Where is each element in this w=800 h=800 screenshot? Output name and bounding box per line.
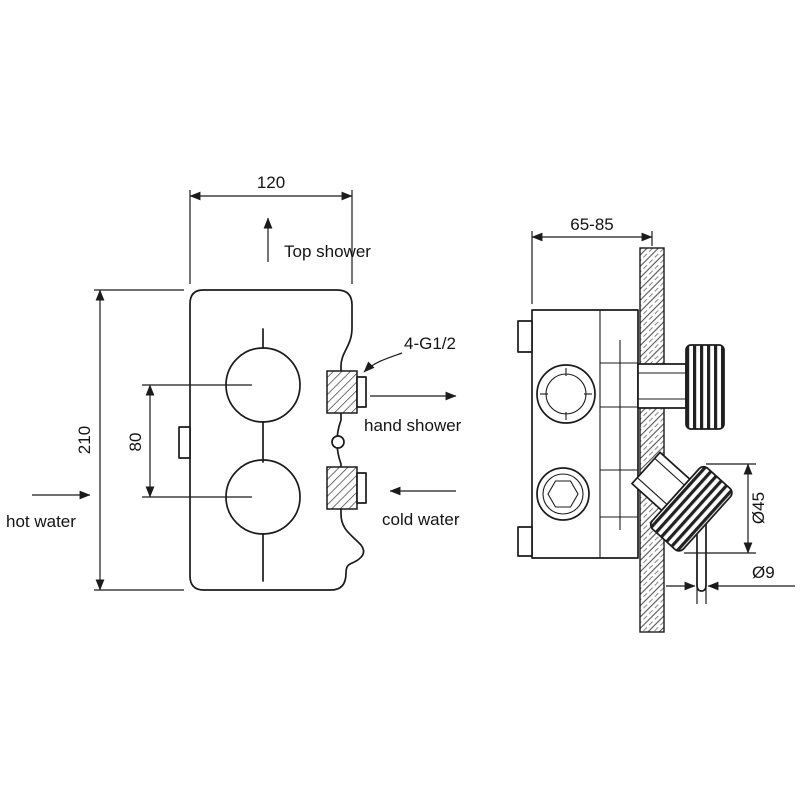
front-view: 120 Top shower 210 80 hot water [6, 173, 462, 591]
side-mount-lug-bottom [517, 526, 533, 557]
cold-water-label: cold water [382, 510, 460, 529]
dimension-handle-diameter: Ø45 [684, 463, 768, 554]
cold-water-callout: cold water [382, 486, 460, 529]
front-left-tab [178, 426, 191, 459]
edge-bump [331, 435, 345, 449]
dim-65-85-label: 65-85 [570, 215, 613, 234]
thread-spec-label: 4-G1/2 [404, 334, 456, 353]
dimension-spacing-80: 80 [126, 384, 252, 498]
top-shower-label: Top shower [284, 242, 371, 261]
side-bottom-handle [631, 451, 733, 552]
dim-210-label: 210 [75, 426, 94, 454]
thread-spec-callout: 4-G1/2 [363, 334, 456, 373]
top-shower-callout: Top shower [263, 217, 371, 262]
dimension-depth-65-85: 65-85 [531, 215, 653, 304]
hand-shower-label: hand shower [364, 416, 462, 435]
hot-water-label: hot water [6, 512, 76, 531]
dimension-height-210: 210 [75, 289, 184, 591]
dim-80-label: 80 [126, 433, 145, 452]
dim-d45-label: Ø45 [749, 492, 768, 524]
side-bottom-cartridge [536, 467, 590, 521]
dim-d9-label: Ø9 [752, 563, 775, 582]
dimension-stem-diameter: Ø9 [666, 560, 795, 604]
side-view: 65-85 Ø45 Ø9 [517, 215, 795, 633]
dimension-width-120: 120 [189, 173, 353, 284]
side-top-cartridge [536, 364, 596, 424]
bottom-port [326, 466, 367, 510]
side-body [531, 309, 639, 559]
hot-water-callout: hot water [6, 490, 91, 531]
side-mount-lug-top [517, 320, 533, 353]
hand-shower-callout: hand shower [364, 391, 462, 435]
dim-120-label: 120 [257, 173, 285, 192]
top-port [326, 370, 367, 414]
wall-section [639, 247, 665, 633]
side-top-handle [637, 344, 725, 430]
